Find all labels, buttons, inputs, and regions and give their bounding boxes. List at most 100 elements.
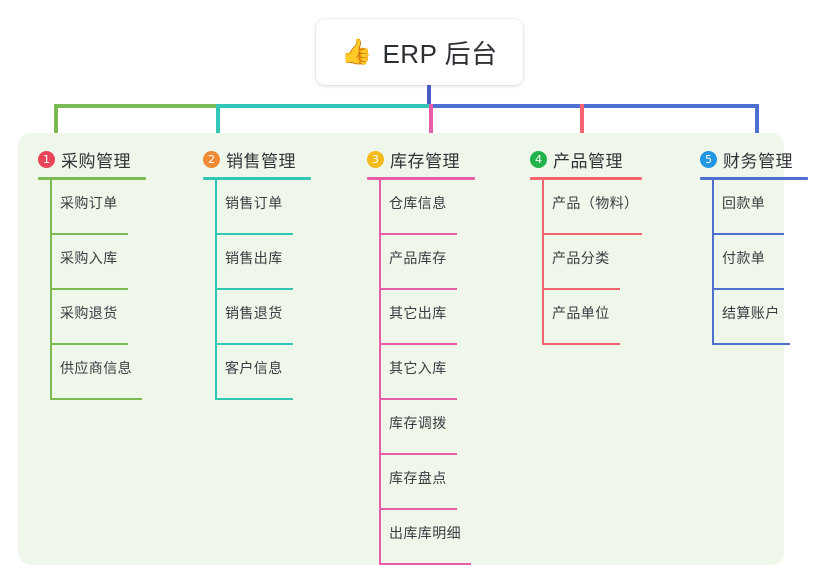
branch-spine: [379, 180, 381, 565]
leaf-item-label: 其它出库: [389, 305, 447, 321]
leaf-item-label: 销售出库: [225, 250, 283, 266]
leaf-item[interactable]: 出库库明细: [367, 510, 475, 565]
branch-items: 销售订单销售出库销售退货客户信息: [203, 180, 311, 400]
leaf-item[interactable]: 采购入库: [38, 235, 146, 290]
branch-column-1: 1 采购管理采购订单采购入库采购退货供应商信息: [38, 146, 146, 400]
leaf-item[interactable]: 销售订单: [203, 180, 311, 235]
drop-1: [54, 104, 58, 136]
leaf-item-label: 其它入库: [389, 360, 447, 376]
leaf-item[interactable]: 付款单: [700, 235, 808, 290]
leaf-item[interactable]: 销售出库: [203, 235, 311, 290]
leaf-item-underline: [215, 398, 293, 400]
leaf-item-label: 产品（物料）: [552, 195, 639, 211]
branch-number-badge: 4: [530, 150, 547, 168]
branch-title: 库存管理: [390, 151, 460, 171]
leaf-item-label: 结算账户: [722, 305, 780, 321]
branch-header-5[interactable]: 5 财务管理: [700, 146, 808, 172]
leaf-item[interactable]: 客户信息: [203, 345, 311, 400]
branch-spine: [215, 180, 217, 400]
branch-header-2[interactable]: 2 销售管理: [203, 146, 311, 172]
branch-spine: [50, 180, 52, 400]
branch-items: 回款单付款单结算账户: [700, 180, 808, 345]
leaf-item-label: 产品分类: [552, 250, 610, 266]
leaf-item-underline: [542, 233, 642, 235]
leaf-item-underline: [50, 288, 128, 290]
leaf-item-underline: [379, 453, 457, 455]
leaf-item-underline: [50, 343, 128, 345]
leaf-item[interactable]: 其它出库: [367, 290, 475, 345]
branch-column-2: 2 销售管理销售订单销售出库销售退货客户信息: [203, 146, 311, 400]
leaf-item-underline: [215, 233, 293, 235]
root-stem-connector: [427, 85, 431, 108]
thumbs-up-icon: 👍: [341, 37, 373, 66]
branch-items: 仓库信息产品库存其它出库其它入库库存调拨库存盘点出库库明细: [367, 180, 475, 565]
leaf-item-label: 仓库信息: [389, 195, 447, 211]
leaf-item-underline: [379, 288, 457, 290]
leaf-item[interactable]: 采购退货: [38, 290, 146, 345]
leaf-item-label: 付款单: [722, 250, 766, 266]
leaf-item-label: 产品库存: [389, 250, 447, 266]
bar-green: [54, 104, 216, 108]
leaf-item[interactable]: 产品（物料）: [530, 180, 642, 235]
branch-spine: [542, 180, 544, 345]
drop-5: [755, 104, 759, 136]
leaf-item-underline: [712, 343, 790, 345]
leaf-item-underline: [379, 398, 457, 400]
leaf-item[interactable]: 销售退货: [203, 290, 311, 345]
branch-number-badge: 1: [38, 150, 55, 168]
leaf-item[interactable]: 供应商信息: [38, 345, 146, 400]
leaf-item[interactable]: 仓库信息: [367, 180, 475, 235]
drop-4: [580, 104, 584, 136]
branches-panel: [18, 133, 784, 565]
branch-underline: [38, 177, 146, 180]
leaf-item-underline: [215, 288, 293, 290]
bar-teal: [216, 104, 429, 108]
leaf-item-label: 回款单: [722, 195, 766, 211]
leaf-item[interactable]: 回款单: [700, 180, 808, 235]
drop-3: [429, 104, 433, 136]
leaf-item[interactable]: 采购订单: [38, 180, 146, 235]
root-node[interactable]: 👍 ERP 后台: [316, 19, 523, 85]
leaf-item-underline: [50, 233, 128, 235]
leaf-item-label: 产品单位: [552, 305, 610, 321]
leaf-item-label: 采购入库: [60, 250, 118, 266]
leaf-item-label: 采购订单: [60, 195, 118, 211]
leaf-item-label: 销售订单: [225, 195, 283, 211]
leaf-item-label: 出库库明细: [389, 525, 461, 541]
leaf-item[interactable]: 其它入库: [367, 345, 475, 400]
leaf-item-underline: [379, 508, 457, 510]
leaf-item[interactable]: 库存盘点: [367, 455, 475, 510]
leaf-item-underline: [379, 343, 457, 345]
branch-spine: [712, 180, 714, 345]
leaf-item-label: 库存调拨: [389, 415, 447, 431]
bar-blue: [429, 104, 759, 108]
branch-number-badge: 5: [700, 150, 717, 168]
branch-underline: [700, 177, 808, 180]
branch-underline: [530, 177, 642, 180]
branch-items: 采购订单采购入库采购退货供应商信息: [38, 180, 146, 400]
leaf-item-label: 销售退货: [225, 305, 283, 321]
leaf-item-label: 采购退货: [60, 305, 118, 321]
branch-header-1[interactable]: 1 采购管理: [38, 146, 146, 172]
leaf-item-underline: [712, 288, 784, 290]
branch-column-5: 5 财务管理回款单付款单结算账户: [700, 146, 808, 345]
leaf-item[interactable]: 产品库存: [367, 235, 475, 290]
drop-2: [216, 104, 220, 136]
branch-title: 销售管理: [226, 151, 296, 171]
branch-number-badge: 2: [203, 150, 220, 168]
leaf-item-label: 客户信息: [225, 360, 283, 376]
leaf-item-underline: [50, 398, 142, 400]
leaf-item[interactable]: 产品分类: [530, 235, 642, 290]
branch-title: 采购管理: [61, 151, 131, 171]
root-title: ERP 后台: [382, 38, 498, 69]
leaf-item[interactable]: 结算账户: [700, 290, 808, 345]
branch-title: 财务管理: [723, 151, 793, 171]
leaf-item[interactable]: 产品单位: [530, 290, 642, 345]
leaf-item[interactable]: 库存调拨: [367, 400, 475, 455]
branch-underline: [203, 177, 311, 180]
